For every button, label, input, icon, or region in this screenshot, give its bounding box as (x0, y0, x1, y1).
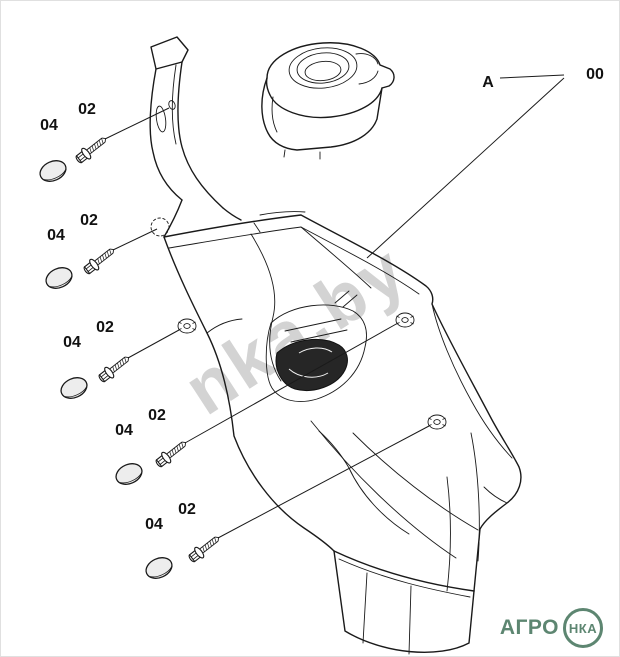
callout-label-detail-a: A (482, 74, 494, 91)
plug-cap-icon (36, 156, 70, 186)
leader-line (127, 329, 180, 359)
brand-logo-circle: НКА (563, 608, 603, 648)
mount-boss-icon (395, 312, 415, 328)
leader-line (184, 322, 399, 444)
cup-holder-part (261, 42, 395, 160)
flange-bolt-icon (81, 243, 119, 277)
brand-logo-prefix: АГРО (499, 616, 559, 639)
callout-label-cap-4: 04 (115, 422, 133, 439)
callout-labels: 04 02 04 02 04 02 04 02 04 02 A 00 (40, 66, 604, 533)
flange-bolt-icon (96, 351, 134, 385)
plug-cap-icon (112, 459, 146, 489)
brand-logo: АГРО НКА (500, 608, 603, 648)
callout-label-cap-1: 04 (40, 117, 58, 134)
flange-bolt-icon (153, 436, 191, 470)
leader-line (217, 425, 430, 539)
brand-logo-circle-text: НКА (568, 620, 598, 636)
locator-circle (150, 217, 170, 237)
callout-label-screw-4: 02 (148, 407, 166, 424)
leader-line-detail-a (499, 74, 565, 79)
recess-opening (275, 339, 348, 391)
plug-cap-icon (42, 263, 76, 293)
callout-label-screw-2: 02 (80, 212, 98, 229)
leader-line-assembly (366, 77, 565, 259)
plug-cap-icon (142, 553, 176, 583)
mount-boss-icon (177, 318, 197, 334)
plug-cap-icon (57, 373, 91, 403)
callout-label-screw-3: 02 (96, 319, 114, 336)
callout-label-cap-2: 04 (47, 227, 65, 244)
callout-label-cap-3: 04 (63, 334, 81, 351)
callout-label-screw-5: 02 (178, 501, 196, 518)
leader-line (104, 107, 170, 140)
leader-line (112, 228, 158, 251)
callout-label-assembly: 00 (586, 66, 604, 83)
flange-bolt-icon (73, 132, 111, 166)
callout-label-cap-5: 04 (145, 516, 163, 533)
flange-bolt-icon (186, 531, 224, 565)
pillar-trim-part (149, 36, 242, 238)
mount-boss-icon (427, 414, 447, 430)
callout-label-screw-1: 02 (78, 101, 96, 118)
leader-lines (104, 74, 565, 539)
screw-icons (73, 132, 224, 565)
console-panel-part (150, 211, 522, 655)
